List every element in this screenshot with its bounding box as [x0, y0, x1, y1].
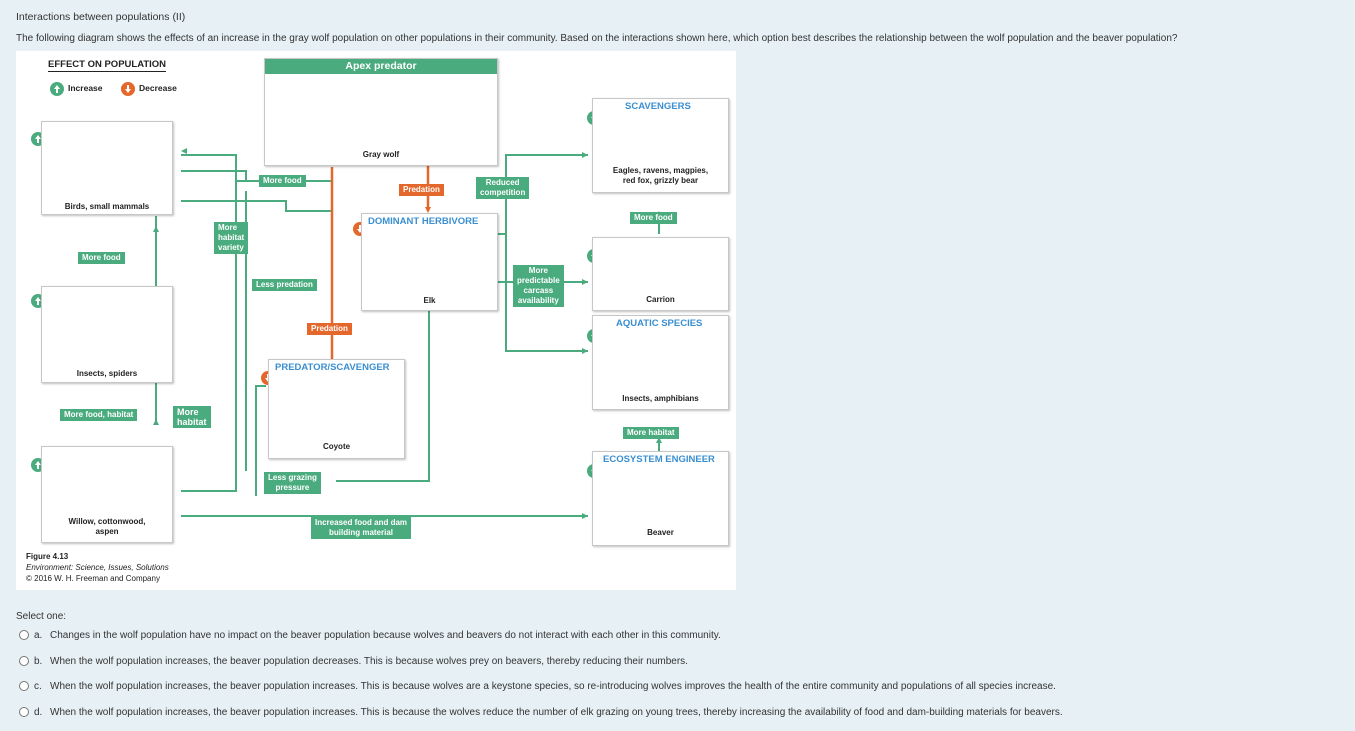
option-c-radio[interactable] — [19, 681, 29, 691]
option-d[interactable]: d. When the wolf population increases, t… — [19, 705, 1063, 719]
tag-mp-line-4: availability — [517, 296, 559, 305]
option-b-text: When the wolf population increases, the … — [50, 655, 688, 667]
option-a[interactable]: a. Changes in the wolf population have n… — [19, 628, 721, 642]
elk-box: DOMINANT HERBIVORE Elk — [361, 213, 498, 311]
tag-mp-line-3: carcass — [523, 286, 554, 295]
question-title: Interactions between populations (II) — [16, 11, 186, 23]
insects-label: Insects, spiders — [76, 369, 138, 378]
tag-reduced-line-2: competition — [480, 188, 526, 197]
scavengers-box: SCAVENGERS Eagles, ravens, magpies, red … — [592, 98, 729, 193]
arrow-to-aquatic — [505, 234, 588, 352]
legend-title: EFFECT ON POPULATION — [48, 59, 167, 72]
wolf-label: Gray wolf — [362, 150, 400, 159]
tag-predation-mid: Predation — [307, 323, 352, 335]
caption-line-2: Environment: Science, Issues, Solutions — [26, 563, 169, 572]
option-d-letter: d. — [34, 706, 43, 718]
option-b[interactable]: b. When the wolf population increases, t… — [19, 654, 688, 668]
carrion-box: Carrion — [592, 237, 729, 311]
birds-box: Birds, small mammals — [41, 121, 173, 215]
insects-box: Insects, spiders — [41, 286, 173, 383]
tag-less-predation: Less predation — [252, 279, 317, 291]
arrow-elk-trees — [336, 309, 430, 482]
caption-title: Figure 4.13 — [26, 552, 69, 561]
tag-mp-line-1: More — [528, 266, 548, 275]
option-c-letter: c. — [34, 680, 42, 692]
tag-more-food-scav: More food — [630, 212, 677, 224]
tag-mhv-line-2: habitat — [218, 233, 245, 242]
tag-mh-line-2: habitat — [177, 417, 207, 427]
trees-box: Willow, cottonwood, aspen — [41, 446, 173, 543]
tag-if-line-2: building material — [329, 528, 394, 537]
beaver-box: ECOSYSTEM ENGINEER Beaver — [592, 451, 729, 546]
tag-less-grazing: Less grazing pressure — [264, 472, 321, 494]
beaver-label: Beaver — [647, 528, 674, 537]
tag-if-line-1: Increased food and dam — [315, 518, 408, 527]
option-c-text: When the wolf population increases, the … — [50, 680, 1056, 692]
apex-header: Apex predator — [265, 59, 497, 74]
tag-reduced-competition: Reduced competition — [476, 177, 530, 199]
tag-more-habitat-variety: More habitat variety — [214, 222, 249, 254]
option-d-radio[interactable] — [19, 707, 29, 717]
ecosystem-engineer-header: ECOSYSTEM ENGINEER — [603, 454, 715, 465]
tag-lg-line-2: pressure — [275, 483, 310, 492]
elk-label: Elk — [423, 296, 436, 305]
scavengers-label-2: red fox, grizzly bear — [622, 176, 699, 185]
legend-increase: Increase — [68, 83, 103, 93]
option-d-text: When the wolf population increases, the … — [50, 706, 1063, 718]
option-c[interactable]: c. When the wolf population increases, t… — [19, 679, 1056, 693]
trees-label-1: Willow, cottonwood, — [68, 517, 146, 526]
option-a-radio[interactable] — [19, 630, 29, 640]
option-a-letter: a. — [34, 629, 43, 641]
legend-decrease: Decrease — [139, 83, 177, 93]
tag-more-food-habitat: More food, habitat — [60, 409, 138, 421]
food-web-figure: EFFECT ON POPULATION Increase Decrease A… — [16, 51, 736, 590]
select-one-prompt: Select one: — [16, 611, 67, 622]
scavengers-label-1: Eagles, ravens, magpies, — [612, 166, 709, 175]
carrion-label: Carrion — [646, 295, 675, 304]
tag-mh-line-1: More — [177, 407, 199, 417]
predator-scavenger-label: PREDATOR/SCAVENGER — [275, 362, 390, 373]
aquatic-box: AQUATIC SPECIES Insects, amphibians — [592, 315, 729, 410]
question-text: The following diagram shows the effects … — [16, 33, 1178, 44]
caption-line-3: © 2016 W. H. Freeman and Company — [26, 574, 160, 583]
tag-increased-food: Increased food and dam building material — [311, 517, 412, 539]
tag-more-food-left: More food — [78, 252, 125, 264]
dominant-herbivore-label: DOMINANT HERBIVORE — [368, 216, 479, 227]
tag-mhv-line-1: More — [218, 223, 238, 232]
tag-more-predictable: More predictable carcass availability — [513, 265, 564, 307]
arrow-to-trees — [181, 181, 237, 492]
tag-lg-line-1: Less grazing — [268, 473, 317, 482]
aquatic-species-header: AQUATIC SPECIES — [616, 318, 703, 329]
option-b-radio[interactable] — [19, 656, 29, 666]
aquatic-label: Insects, amphibians — [622, 394, 699, 403]
coyote-box: PREDATOR/SCAVENGER Coyote — [268, 359, 405, 459]
coyote-label: Coyote — [322, 442, 351, 451]
figure-caption: Figure 4.13 Environment: Science, Issues… — [26, 551, 169, 584]
option-b-letter: b. — [34, 655, 43, 667]
scavengers-header: SCAVENGERS — [625, 101, 691, 112]
birds-label: Birds, small mammals — [64, 202, 150, 211]
tag-mhv-line-3: variety — [218, 243, 244, 252]
tag-reduced-line-1: Reduced — [485, 178, 520, 187]
tag-mp-line-2: predictable — [517, 276, 560, 285]
wolf-box: Apex predator Gray wolf — [264, 58, 498, 166]
trees-label-2: aspen — [95, 527, 119, 536]
tag-more-food-top: More food — [259, 175, 306, 187]
tag-more-habitat: More habitat — [173, 406, 211, 428]
option-a-text: Changes in the wolf population have no i… — [50, 629, 721, 641]
tag-predation-top: Predation — [399, 184, 444, 196]
tag-more-habitat-right: More habitat — [623, 427, 679, 439]
